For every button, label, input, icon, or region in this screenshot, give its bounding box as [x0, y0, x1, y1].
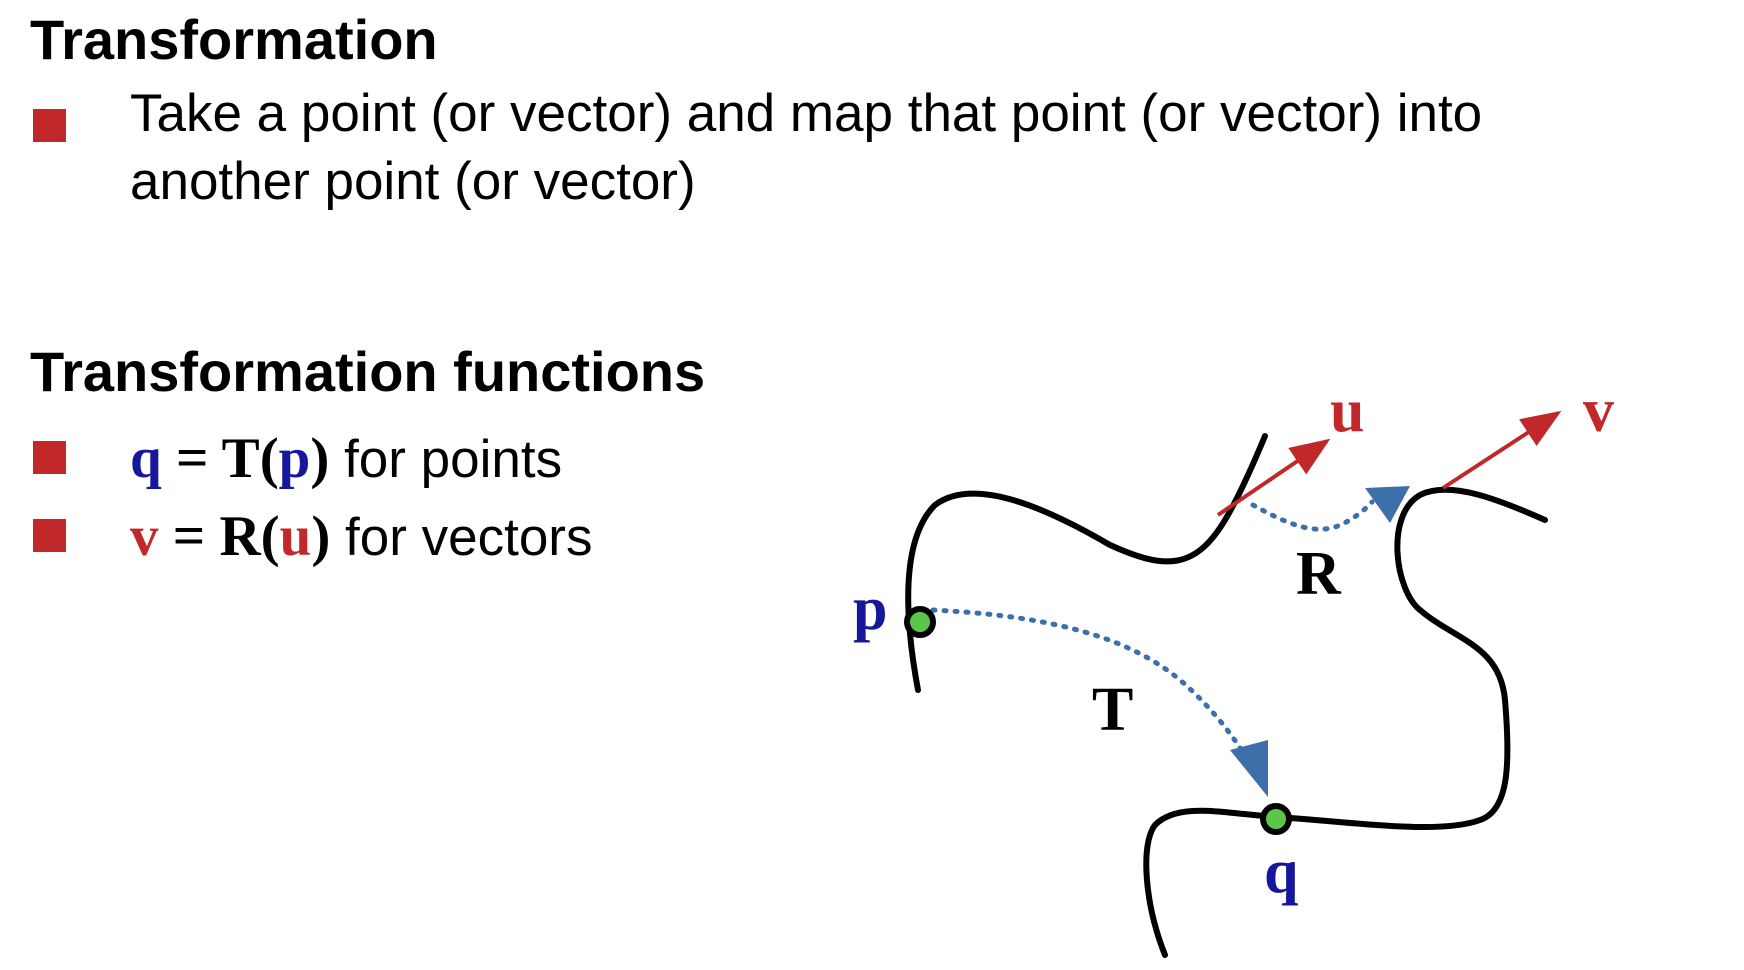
bullet-marker: [33, 519, 66, 552]
bullet-marker: [33, 441, 66, 474]
point-q: [1260, 803, 1292, 835]
label-R: R: [1296, 540, 1342, 608]
label-q: q: [1264, 838, 1298, 906]
formula-close-paren: ): [311, 505, 331, 568]
label-u: u: [1330, 377, 1364, 445]
heading-transformation: Transformation: [30, 8, 438, 71]
label-v: v: [1583, 377, 1614, 445]
formula-fn-T: T: [221, 427, 260, 490]
curve-2: [1143, 486, 1548, 958]
curve-1: [905, 433, 1268, 693]
dotted-arrow-R: [1250, 499, 1375, 532]
formula-suffix-points: for points: [329, 430, 563, 489]
formula-points: q = T(p) for points: [130, 430, 562, 487]
vector-u-arrow: [1216, 438, 1331, 517]
dotted-arrow-T: [930, 607, 1253, 768]
formula-p: p: [278, 427, 311, 490]
formula-open-paren: (: [260, 505, 280, 568]
bullet-marker: [33, 109, 66, 142]
bullet-text-line-1: Take a point (or vector) and map that po…: [130, 84, 1483, 143]
heading-transformation-functions: Transformation functions: [30, 340, 706, 403]
bullet-text-line-2: another point (or vector): [130, 152, 696, 211]
formula-v: v: [130, 505, 159, 568]
arrowhead-R: [1365, 486, 1410, 523]
arrowhead-T: [1230, 740, 1268, 797]
formula-close-paren: ): [310, 427, 330, 490]
formula-equals: =: [161, 427, 222, 490]
formula-suffix-vectors: for vectors: [330, 508, 593, 567]
formula-u: u: [279, 505, 312, 568]
vector-v-arrow: [1441, 410, 1562, 490]
formula-fn-R: R: [219, 505, 261, 568]
point-p: [904, 606, 936, 638]
formula-q: q: [130, 427, 162, 490]
formula-equals: =: [158, 505, 220, 568]
label-p: p: [853, 575, 887, 643]
formula-open-paren: (: [259, 427, 279, 490]
formula-vectors: v = R(u) for vectors: [130, 508, 592, 565]
label-T: T: [1092, 676, 1133, 744]
